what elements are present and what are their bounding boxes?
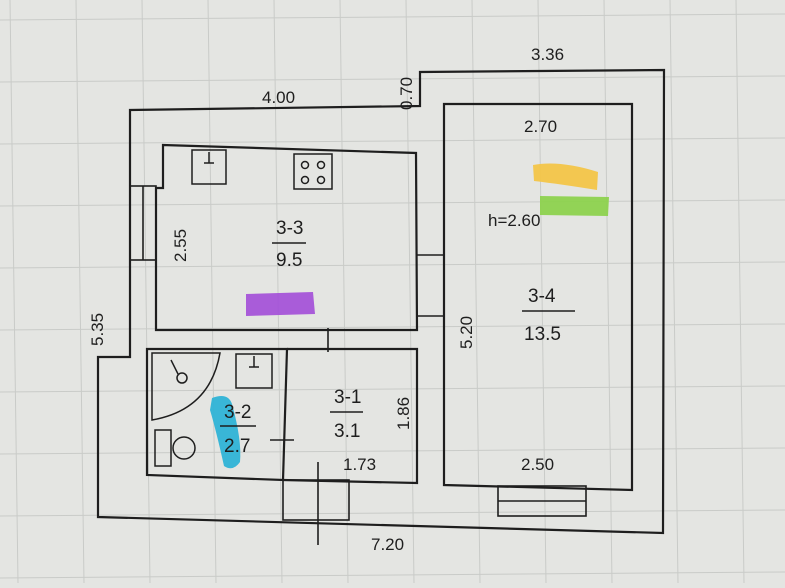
room-area: 3.1 <box>334 421 360 442</box>
grid-line <box>0 75 785 83</box>
grid-line <box>339 0 349 584</box>
shower-tray <box>151 352 221 421</box>
dimension-labels: 4.00 3.36 0.70 5.35 7.20 2.55 2.70 h=2.6… <box>88 45 564 554</box>
kitchen-room-wall <box>154 143 419 332</box>
grid-line <box>0 137 785 145</box>
grid-line <box>405 0 415 584</box>
room-area: 13.5 <box>524 324 561 345</box>
toilet-bowl <box>172 436 196 460</box>
shower-arm <box>170 359 179 375</box>
dim-hall-width: 1.73 <box>343 455 376 474</box>
grid-line <box>0 261 785 269</box>
highlight-marks <box>210 163 609 469</box>
grid-line <box>141 0 151 584</box>
room-3-2: 3-2 2.7 <box>220 402 256 457</box>
outer-wall <box>96 68 666 535</box>
dim-bottom-width: 7.20 <box>371 535 404 554</box>
dim-room-height: 5.20 <box>457 316 476 349</box>
fixtures <box>151 149 333 467</box>
grid-line <box>603 0 613 584</box>
doors <box>270 254 444 545</box>
shower-head-icon <box>176 372 188 384</box>
toilet-tank <box>154 429 172 467</box>
grid-line <box>9 0 19 584</box>
room-id: 3-3 <box>276 218 303 239</box>
room-area: 9.5 <box>276 250 302 271</box>
bath-sink <box>235 353 273 389</box>
highlight-orange <box>533 163 598 190</box>
highlight-green <box>540 196 609 216</box>
dim-top-left-width: 4.00 <box>262 88 295 107</box>
grid-line <box>207 0 217 584</box>
grid-line <box>669 0 679 584</box>
stove-burner <box>316 175 326 185</box>
highlight-purple <box>246 292 315 316</box>
grid-line <box>0 509 785 517</box>
hall-wall <box>282 347 419 485</box>
grid-line <box>273 0 283 584</box>
windows <box>129 185 587 517</box>
kitchen-sink <box>191 149 227 185</box>
entrance-door <box>282 479 350 521</box>
dim-kitchen-height: 2.55 <box>171 229 190 262</box>
dim-room-width-top: 2.70 <box>524 117 557 136</box>
main-room-wall <box>442 102 634 492</box>
dim-height-note: h=2.60 <box>488 211 540 230</box>
dim-hall-height: 1.86 <box>394 397 413 430</box>
room-id: 3-4 <box>528 286 556 307</box>
grid-line <box>471 0 481 584</box>
room-3-4: 3-4 13.5 <box>522 286 575 345</box>
grid-line <box>0 571 785 579</box>
stove <box>293 153 333 190</box>
grid-line <box>0 385 785 393</box>
grid-line <box>75 0 85 584</box>
grid-line <box>0 447 785 455</box>
grid-line <box>0 199 785 207</box>
room-labels: 3-3 9.5 3-4 13.5 3-1 3.1 3-2 2.7 <box>220 218 575 457</box>
dim-top-right-width: 3.36 <box>531 45 564 64</box>
grid-line <box>735 0 745 584</box>
dim-step-offset: 0.70 <box>397 77 416 110</box>
highlight-blue <box>210 396 241 469</box>
dim-room-width-bottom: 2.50 <box>521 455 554 474</box>
stove-burner <box>300 175 310 185</box>
room-area: 2.7 <box>224 436 250 457</box>
room-3-1: 3-1 3.1 <box>330 387 363 442</box>
dim-left-height: 5.35 <box>88 313 107 346</box>
stove-burner <box>300 160 310 170</box>
grid-line <box>0 13 785 21</box>
room-3-3: 3-3 9.5 <box>272 218 306 271</box>
stove-burner <box>316 160 326 170</box>
room-id: 3-2 <box>224 402 251 423</box>
room-id: 3-1 <box>334 387 361 408</box>
